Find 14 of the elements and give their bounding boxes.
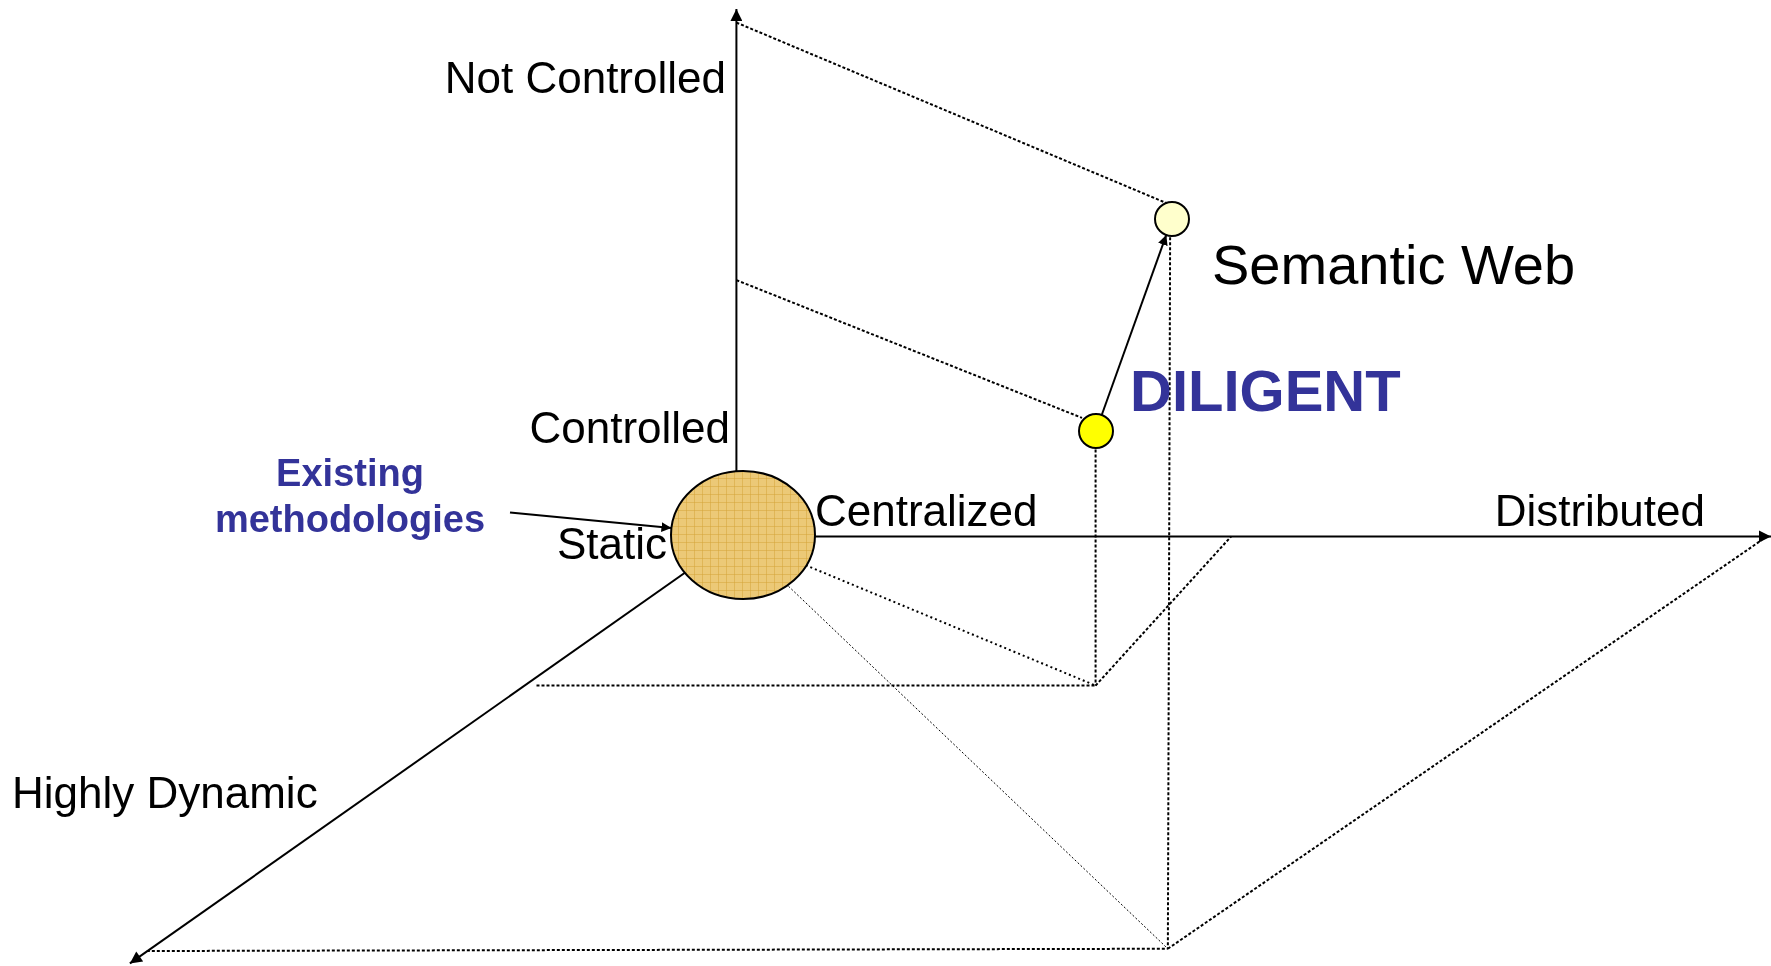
axis-label: Highly Dynamic <box>12 771 318 815</box>
point-marker <box>1154 201 1190 237</box>
axis-label: Distributed <box>1494 489 1705 533</box>
point-label: Semantic Web <box>1212 237 1576 293</box>
axis-label: Centralized <box>815 489 1038 533</box>
highlight-ellipse <box>670 470 816 600</box>
point-marker <box>1078 413 1114 449</box>
axis-label: Static <box>556 522 667 566</box>
axis-label: Controlled <box>529 406 730 450</box>
arrow <box>1100 234 1168 416</box>
axis-label: Not Controlled <box>444 56 726 100</box>
arrow <box>509 511 673 533</box>
point-label: DILIGENT <box>1130 362 1401 420</box>
callout-text: Existing methodologies <box>190 448 510 546</box>
